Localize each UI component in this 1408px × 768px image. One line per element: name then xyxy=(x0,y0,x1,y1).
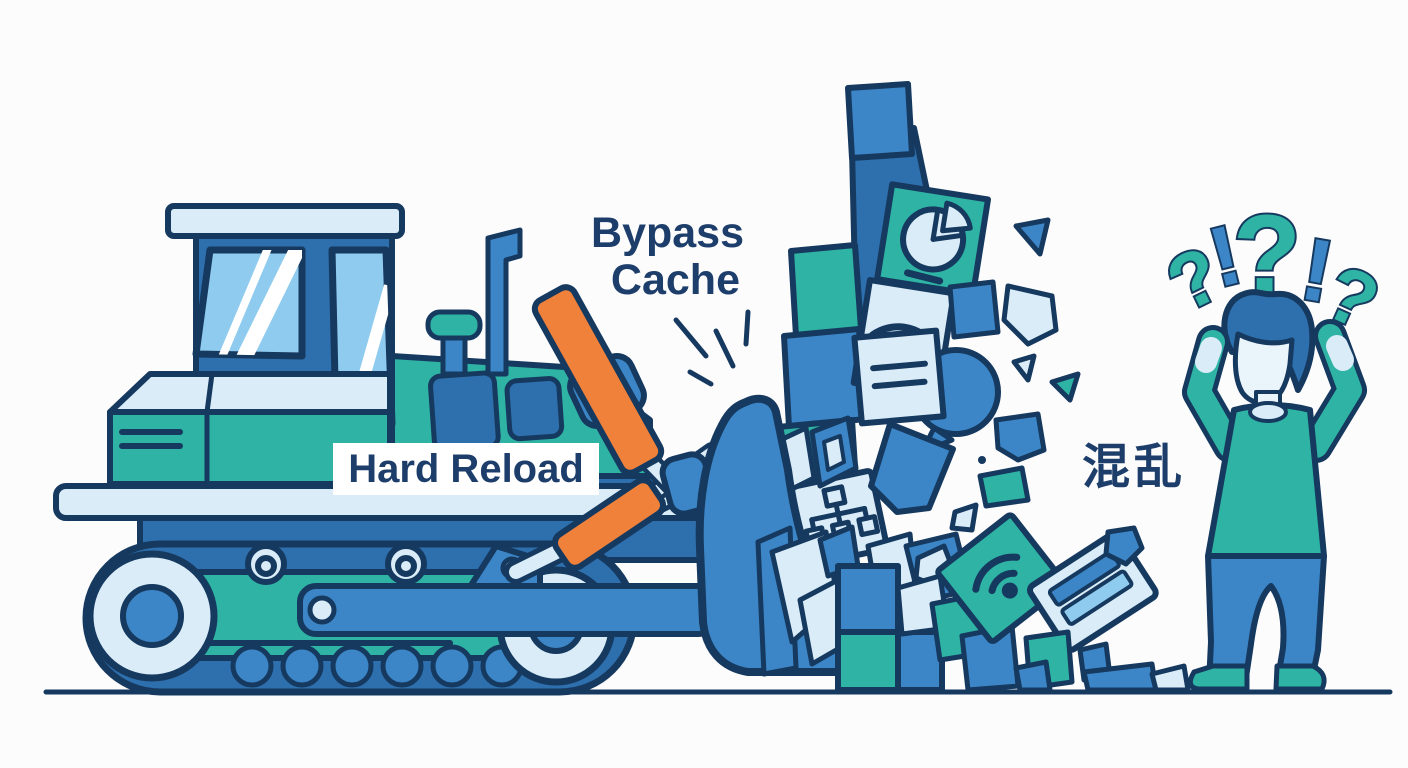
person-collar xyxy=(1248,401,1288,423)
exhaust-stem xyxy=(440,333,468,377)
wifi-card-small xyxy=(935,512,1068,644)
track-roller xyxy=(380,644,424,688)
debris-shard xyxy=(845,81,915,161)
confused-person: ? ! ? ! ? xyxy=(1151,190,1394,692)
debris-square xyxy=(835,629,901,693)
falling-debris xyxy=(769,81,1081,568)
debris-shard xyxy=(977,465,1031,509)
engine-panel xyxy=(428,370,501,453)
person-shoe xyxy=(1273,663,1327,692)
machine-label-text: Hard Reload xyxy=(348,447,584,491)
person-cuff xyxy=(1195,337,1222,373)
track-wheel-hub xyxy=(120,584,184,648)
window-glare xyxy=(216,250,302,356)
hydraulic-cylinder xyxy=(531,284,665,476)
debris-square xyxy=(835,563,901,635)
debris-shard xyxy=(1013,659,1053,693)
confusion-text: 混乱 xyxy=(1082,441,1186,494)
hydraulic-cylinder xyxy=(552,477,666,571)
exhaust-cap xyxy=(425,309,483,341)
debris-shard xyxy=(1013,217,1051,257)
engine-box xyxy=(107,371,393,487)
bypass-line: Bypass xyxy=(591,209,744,257)
debris-pile xyxy=(755,512,1191,693)
debris-shard xyxy=(1011,353,1037,383)
track-roller xyxy=(430,644,474,688)
debris-shard xyxy=(1149,663,1191,693)
debris-shard xyxy=(1103,525,1145,567)
track-roller xyxy=(280,644,324,688)
window-card-icon xyxy=(1047,550,1134,626)
push-arm xyxy=(297,583,717,637)
debris-shard xyxy=(1049,371,1081,403)
debris-shard xyxy=(788,242,864,339)
debris-shard xyxy=(1001,283,1059,347)
debris-dot xyxy=(978,456,986,464)
engine-panel xyxy=(504,376,565,442)
document-lines-icon xyxy=(870,360,928,390)
debris-shard xyxy=(868,421,956,515)
arm-bolt xyxy=(307,595,337,625)
track-idler-hub xyxy=(255,555,277,577)
track-roller xyxy=(230,644,274,688)
cab-roof xyxy=(165,203,405,239)
cache-line: Cache xyxy=(611,256,740,304)
person-shoe xyxy=(1187,663,1250,692)
debris-shard xyxy=(993,411,1047,463)
debris-shard xyxy=(822,434,846,472)
wifi-icon-small xyxy=(972,553,1021,599)
person-pants xyxy=(1205,553,1327,687)
pie-chart-card xyxy=(874,181,991,298)
debris-shard xyxy=(947,279,1001,340)
track-idler-hub xyxy=(395,555,417,577)
document-card xyxy=(851,327,947,427)
pie-slice xyxy=(940,200,973,234)
exhaust-pipe xyxy=(485,227,523,377)
track xyxy=(82,540,717,696)
person-torso xyxy=(1205,402,1327,559)
debris-shard xyxy=(949,502,979,533)
track-roller xyxy=(330,644,374,688)
person-cuff xyxy=(1326,335,1354,371)
bulldozer: Hard Reload xyxy=(53,203,873,696)
bypass-cache-text: Bypass Cache xyxy=(591,209,744,304)
impact-lines xyxy=(673,309,751,387)
hard-reload-label: Hard Reload xyxy=(333,443,599,495)
